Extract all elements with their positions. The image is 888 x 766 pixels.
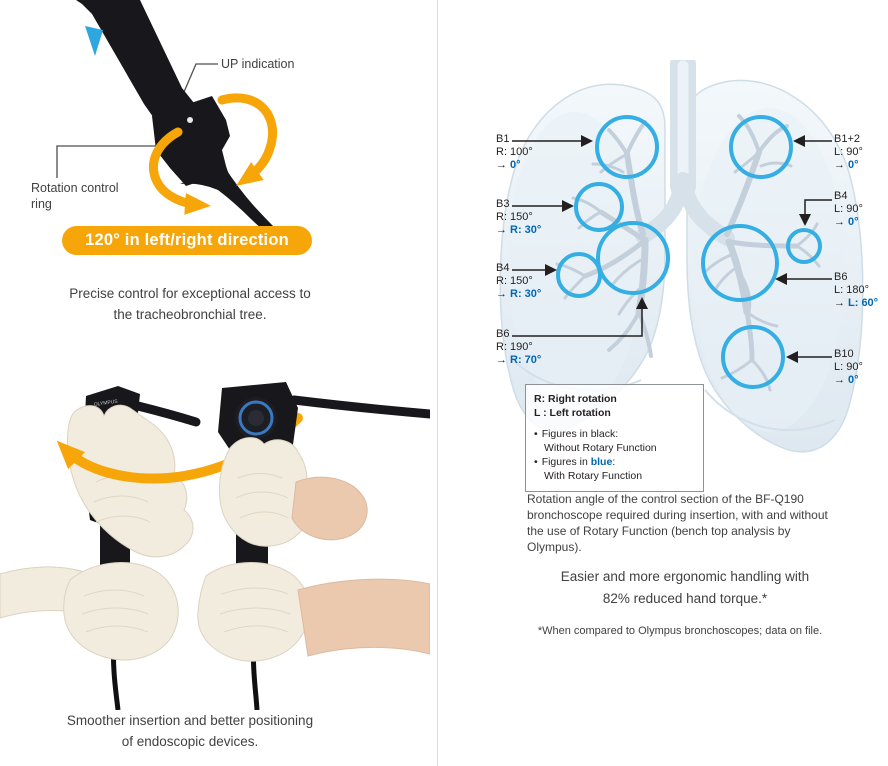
- circle-b3: [574, 182, 624, 232]
- up-indication-label: UP indication: [221, 57, 295, 71]
- bullet-glyph: •: [534, 428, 538, 440]
- precision-caption: Precise control for exceptional access t…: [69, 286, 311, 322]
- arrow-glyph: →: [496, 159, 507, 171]
- bronchial-callout-b10: B10 L: 90° →0°: [834, 348, 863, 387]
- bronchial-callout-b4-left: B4 R: 150° →R: 30°: [496, 262, 541, 301]
- insertion-tube: [180, 166, 284, 243]
- bullet-glyph: •: [534, 456, 538, 468]
- segment-name: B4: [496, 262, 510, 274]
- angle-without-rotary: R: 150°: [496, 275, 533, 287]
- rotation-ring-label: Rotation control ring: [31, 181, 119, 211]
- angle-without-rotary: R: 190°: [496, 341, 533, 353]
- angle-with-rotary: →R: 30°: [496, 224, 542, 236]
- angle-with-rotary: →0°: [834, 159, 859, 171]
- callout-arrows: [512, 135, 832, 363]
- angle-without-rotary: L: 180°: [834, 284, 869, 296]
- segment-name: B3: [496, 198, 510, 210]
- segment-name: B10: [834, 348, 854, 360]
- ergonomic-statement: Easier and more ergonomic handling with …: [560, 569, 810, 606]
- angle-without-rotary: L: 90°: [834, 146, 863, 158]
- angle-without-rotary: L: 90°: [834, 203, 863, 215]
- circle-b4-right: [786, 228, 822, 264]
- segment-name: B1+2: [834, 133, 860, 145]
- segment-name: B4: [834, 190, 848, 202]
- angle-with-rotary: →0°: [834, 216, 859, 228]
- legend-blue-figures: •Figures in blue:: [534, 456, 616, 468]
- rotation-arrow-right-icon: [217, 93, 278, 186]
- scope-control-illustration: [50, 0, 284, 243]
- arrow-glyph: →: [834, 297, 845, 309]
- angle-with-rotary: →L: 60°: [834, 297, 879, 309]
- rotation-range-banner: 120° in left/right direction: [62, 226, 312, 255]
- circle-b4-left: [556, 252, 602, 298]
- rotation-control-ring: [152, 96, 230, 186]
- bronchial-callout-b3: B3 R: 150° →R: 30°: [496, 198, 541, 237]
- arrow-glyph: →: [496, 288, 507, 300]
- legend-black-figures: •Figures in black:: [534, 428, 619, 440]
- rotation-angle-paragraph: Rotation angle of the control section of…: [527, 492, 828, 554]
- circle-b1: [595, 115, 659, 179]
- scope-brand-text: OLYMPUS: [93, 399, 118, 408]
- bronchial-tree: [555, 60, 821, 392]
- angulation-dial: [238, 400, 274, 436]
- angle-without-rotary: R: 100°: [496, 146, 533, 158]
- hands-rotation-photo: OLYMPUS: [0, 382, 430, 710]
- hands-right: [197, 437, 430, 662]
- bronchial-callout-b1plus2: B1+2 L: 90° →0°: [834, 133, 863, 172]
- angle-without-rotary: R: 150°: [496, 211, 533, 223]
- segment-circles: [556, 115, 822, 389]
- legend-right-rotation: R: Right rotation: [534, 393, 617, 405]
- angle-without-rotary: L: 90°: [834, 361, 863, 373]
- lungs-diagram: [499, 60, 864, 453]
- endoscope-handle: [50, 0, 284, 243]
- arrow-glyph: →: [496, 354, 507, 366]
- column-divider: [437, 0, 438, 766]
- circle-b6-right: [701, 224, 779, 302]
- gloved-hands-left: [0, 404, 194, 661]
- circle-b6-left: [596, 221, 670, 295]
- arrow-glyph: →: [496, 224, 507, 236]
- bronchial-callout-b1: B1 R: 100° →0°: [496, 133, 533, 172]
- bronchial-callout-b6-right: B6 L: 180° →L: 60°: [834, 271, 878, 310]
- footnote: *When compared to Olympus bronchoscopes;…: [537, 625, 823, 637]
- rotation-ring-leader-line: [56, 145, 156, 178]
- segment-name: B6: [496, 328, 510, 340]
- segment-name: B1: [496, 133, 510, 145]
- bronchial-callout-b6-left: B6 R: 190° →R: 70°: [496, 328, 541, 367]
- arrow-glyph: →: [834, 159, 845, 171]
- legend-left-rotation: L : Left rotation: [534, 407, 611, 419]
- up-mark-dot: [187, 117, 193, 123]
- angle-with-rotary: →0°: [834, 374, 859, 386]
- arrow-glyph: →: [834, 374, 845, 386]
- rotation-arrow-left-icon: [149, 127, 211, 215]
- legend-box: R: Right rotation L : Left rotation •Fig…: [525, 384, 704, 492]
- bronchial-callout-b4-right: B4 L: 90° →0°: [834, 190, 863, 229]
- angle-with-rotary: →R: 30°: [496, 288, 542, 300]
- insertion-caption: Smoother insertion and better positionin…: [66, 713, 314, 749]
- scope-blue-mark: [85, 26, 103, 56]
- angle-with-rotary: →0°: [496, 159, 521, 171]
- circle-b1plus2: [729, 115, 793, 179]
- angle-with-rotary: →R: 70°: [496, 354, 542, 366]
- segment-name: B6: [834, 271, 848, 283]
- circle-b10: [721, 325, 785, 389]
- arrow-glyph: →: [834, 216, 845, 228]
